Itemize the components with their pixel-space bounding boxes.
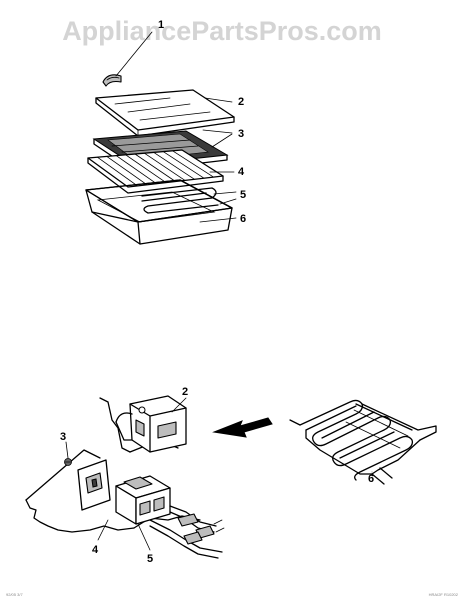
callout-1: 1: [158, 19, 164, 31]
bottom-leader-lines: [65, 397, 373, 551]
footer-right-code: HRAI2F R10202: [429, 592, 459, 597]
callout-6-bottom: 6: [368, 473, 374, 485]
grate-bar: [172, 150, 214, 178]
bottom-receptacle-assembly: 2 3 4 5 6: [25, 386, 437, 565]
grate-part: [87, 149, 224, 194]
grate-bar: [106, 156, 148, 186]
callout-2: 2: [238, 96, 244, 108]
bake-element-part: [289, 399, 437, 485]
receptacle-plate: [77, 459, 111, 511]
grate-bar: [115, 155, 157, 185]
callout-4-bottom: 4: [92, 544, 99, 556]
grate-bar: [144, 152, 186, 181]
direction-arrow: [212, 417, 273, 438]
callout-4: 4: [238, 166, 245, 178]
callout-5-bottom: 5: [147, 553, 153, 565]
grate-bar: [97, 156, 138, 187]
grate-bar: [125, 154, 167, 183]
grate-bar: [153, 152, 195, 180]
drip-pan-part: [85, 179, 233, 245]
wire-harness: [149, 505, 225, 559]
grate-bar: [134, 153, 176, 182]
top-leader-lines: [115, 31, 237, 223]
watermark-text: AppliancePartsPros.com: [62, 16, 382, 46]
footer-left-code: 92/05 3/7: [6, 592, 23, 597]
callout-2-bottom: 2: [182, 386, 188, 398]
handle-part: [102, 74, 122, 87]
heating-element-part: [141, 187, 219, 214]
bracket-part: [115, 395, 187, 453]
screw-part: [64, 458, 72, 466]
cover-plate-part: [95, 89, 235, 137]
callout-3: 3: [238, 128, 244, 140]
top-exploded-assembly: 1 2 3 4 5 6: [85, 19, 246, 245]
callout-3-bottom: 3: [60, 431, 66, 443]
grate-bar: [162, 151, 205, 179]
callout-6: 6: [240, 213, 246, 225]
callout-5: 5: [240, 189, 246, 201]
terminal-block-part: [115, 475, 171, 525]
